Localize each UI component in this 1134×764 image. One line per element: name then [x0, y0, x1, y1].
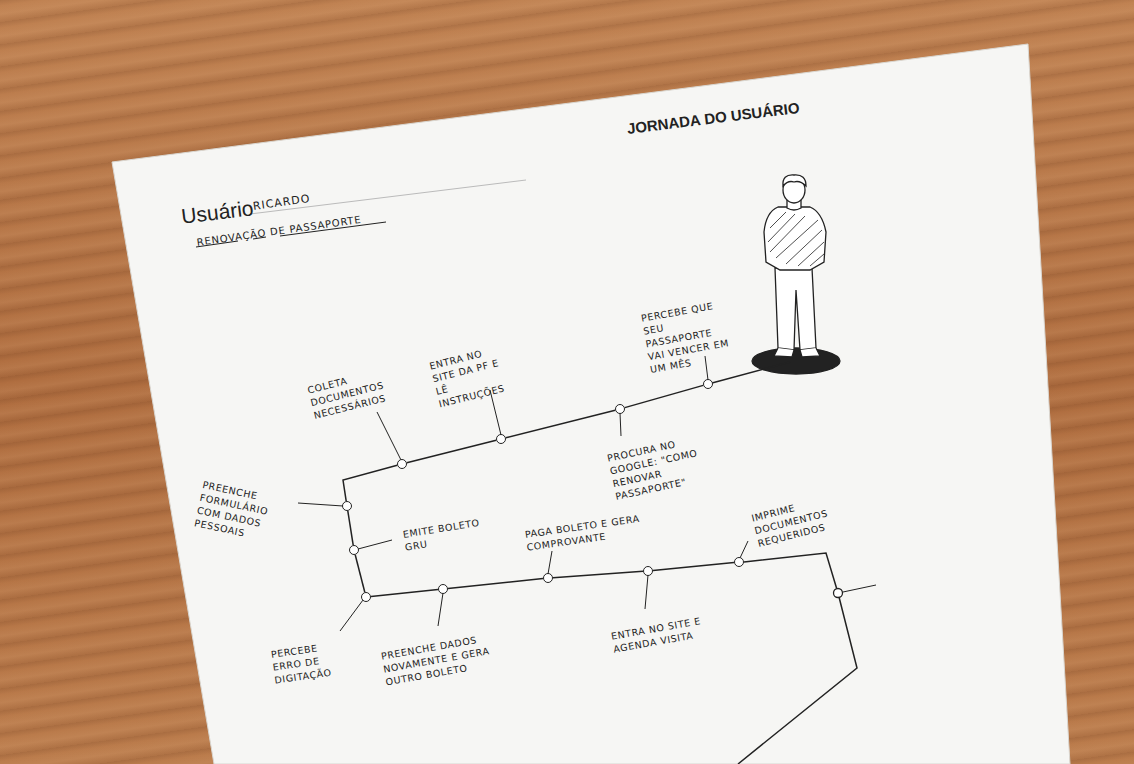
journey-path: [407, 440, 496, 463]
journey-path: [625, 385, 703, 407]
journey-step: PERCEBE QUE SEU PASSAPORTE VAI VENCER EM…: [703, 379, 713, 389]
journey-step: ENTRA NO SITE DA PF E LÊ INSTRUÇÕES: [496, 434, 506, 444]
leader-line: [340, 600, 363, 631]
journey-segment: [371, 590, 438, 597]
person-hair: [783, 175, 806, 186]
journey-step: PAGA BOLETO E GERA COMPROVANTE: [543, 573, 553, 583]
journey-start: [712, 362, 790, 383]
person-figure: [752, 175, 840, 374]
person-sweater: [764, 207, 826, 270]
step-label: PROCURA NO GOOGLE: "COMO RENOVAR PASSAPO…: [606, 427, 732, 502]
journey-path: [348, 511, 353, 545]
journey-tail: [738, 553, 857, 764]
journey-segment: [653, 563, 734, 571]
journey-segment: [348, 511, 353, 545]
leader-line: [298, 503, 343, 506]
journey-step: PREENCHE FORMULÁRIO COM DADOS PESSOAIS: [342, 501, 352, 511]
journey-segment: [343, 465, 397, 501]
user-underline: [250, 180, 526, 214]
step-label: IMPRIME DOCUMENTOS REQUERIDOS: [750, 489, 853, 550]
leader-line: [358, 540, 392, 549]
journey-path: [448, 579, 543, 589]
leader-line: [843, 585, 876, 592]
sweater-hatch: [768, 212, 824, 266]
step-label: COLETA DOCUMENTOS NECESSÁRIOS: [306, 360, 412, 422]
journey-step: ENTRA NO SITE E AGENDA VISITA: [643, 566, 653, 576]
leader-line: [645, 575, 648, 609]
journey-step: PERCEBE ERRO DE DIGITAÇÃO: [361, 592, 371, 602]
journey-step: COLETA DOCUMENTOS NECESSÁRIOS: [397, 459, 407, 469]
step-label: EMITE BOLETO GRU: [402, 515, 491, 554]
step-label: PREENCHE DADOS NOVAMENTE E GERA OUTRO BO…: [380, 628, 509, 688]
paper-shade: [112, 44, 1070, 764]
journey-path: [371, 590, 438, 597]
journey-segment: [625, 385, 703, 407]
user-name: RICARDO: [252, 192, 311, 213]
step-label: PREENCHE FORMULÁRIO COM DADOS PESSOAIS: [193, 478, 288, 547]
journey-segment: [355, 555, 365, 592]
journey-path: [553, 571, 643, 577]
person-feet: [774, 348, 820, 357]
person-legs: [775, 268, 816, 350]
leader-lines: [298, 356, 748, 631]
step-label: PAGA BOLETO E GERA COMPROVANTE: [524, 511, 650, 554]
paper-sheet: [112, 44, 1070, 764]
diagram-title: JORNADA DO USUÁRIO: [626, 99, 800, 137]
journey-segment: [506, 410, 615, 438]
leader-line: [548, 551, 552, 574]
person-shadow: [752, 348, 840, 374]
journey-step: IMPRIME DOCUMENTOS REQUERIDOS: [734, 557, 744, 567]
leader-line: [377, 412, 401, 460]
journey-segment: [448, 579, 543, 589]
journey-step: EMITE BOLETO GRU: [349, 545, 359, 555]
step-label: ENTRA NO SITE E AGENDA VISITA: [610, 614, 707, 656]
journey-step: PREENCHE DADOS NOVAMENTE E GERA OUTRO BO…: [438, 584, 448, 594]
journey-path: [506, 410, 615, 438]
journey-segment: [553, 571, 643, 577]
journey-segment: [407, 440, 496, 463]
journey-step: PROCURA NO GOOGLE: "COMO RENOVAR PASSAPO…: [615, 404, 625, 414]
leader-line: [620, 413, 621, 436]
leader-line: [740, 541, 748, 558]
leader-line: [438, 593, 443, 626]
journey-path: [355, 555, 365, 592]
user-label: Usuário: [180, 196, 255, 229]
step-label: PERCEBE ERRO DE DIGITAÇÃO: [270, 639, 341, 687]
journey-path: [653, 563, 734, 571]
step-label: PERCEBE QUE SEU PASSAPORTE VAI VENCER EM…: [640, 297, 734, 376]
step-marker: [834, 589, 843, 598]
step-label: ENTRA NO SITE DA PF E LÊ INSTRUÇÕES: [428, 342, 514, 411]
journey-path: [343, 465, 397, 501]
